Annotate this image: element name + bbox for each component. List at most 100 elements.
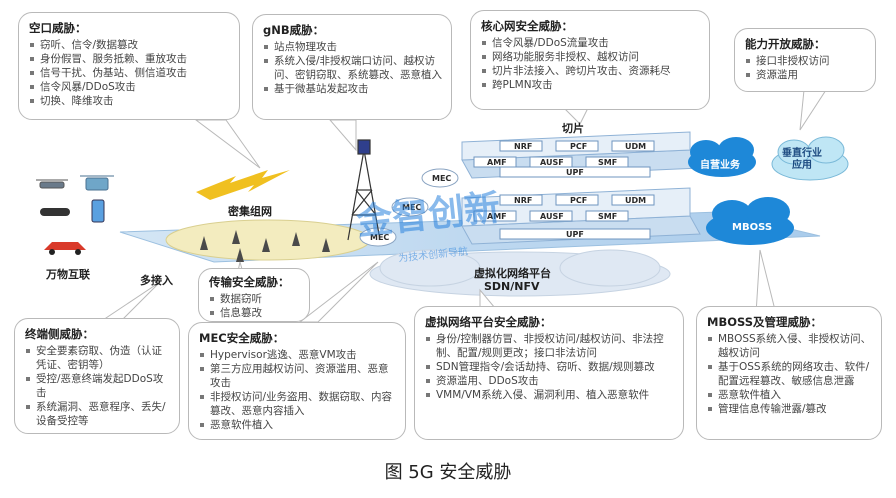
mboss-cloud — [706, 197, 794, 245]
threat-item: 基于微基站发起攻击 — [263, 82, 443, 96]
box-title: 空口威胁： — [29, 21, 87, 35]
nf-label: AUSF — [540, 158, 564, 167]
nf-box — [611, 140, 655, 152]
mboss-label: MBOSS — [732, 222, 773, 233]
mec-cloud — [421, 168, 459, 188]
virtual-platform-threat-box: 虚拟网络平台安全威胁： 身份/控制器仿冒、非授权访问/越权访问、非法控制、配置/… — [414, 306, 684, 440]
threat-item: 系统漏洞、恶意程序、丢失/设备受控等 — [25, 400, 171, 428]
nf-box — [473, 210, 517, 222]
threat-item: MBOSS系统入侵、非授权访问、越权访问 — [707, 332, 873, 360]
vr-glasses-icon — [40, 208, 70, 216]
threat-item: 接口非授权访问 — [745, 54, 867, 68]
nf-label: AMF — [487, 212, 507, 221]
nf-box — [585, 210, 629, 222]
mec-cloud — [391, 197, 429, 217]
threat-item: 管理信息传输泄露/篡改 — [707, 402, 873, 416]
threat-item: 数据窃听 — [209, 292, 301, 306]
box-title: 终端侧威胁： — [25, 327, 94, 341]
slice-label: 切片 — [562, 122, 584, 135]
threat-item: VMM/VM系统入侵、漏洞利用、植入恶意软件 — [425, 388, 675, 402]
dense-network-zone — [165, 219, 371, 261]
mboss-threat-box: MBOSS及管理威胁： MBOSS系统入侵、非授权访问、越权访问 基于OSS系统… — [696, 306, 882, 440]
mec-label: MEC — [432, 174, 452, 183]
lightning-icon — [196, 170, 290, 200]
platform-label: 虚拟化网络平台 — [474, 267, 551, 280]
upf-label: UPF — [566, 168, 584, 177]
threat-item: 信令风暴/DDoS攻击 — [29, 80, 231, 94]
threat-item: 站点物理攻击 — [263, 40, 443, 54]
box-title: 核心网安全威胁： — [481, 19, 573, 33]
threat-item: 恶意软件植入 — [199, 418, 397, 432]
vertical-industry-cloud — [771, 136, 849, 181]
vertical-industry-label: 垂直行业 应用 — [782, 148, 822, 171]
nf-box — [473, 156, 517, 168]
cable-car-icon — [80, 175, 114, 191]
box-title: MBOSS及管理威胁： — [707, 315, 823, 329]
threat-item: 资源滥用、DDoS攻击 — [425, 374, 675, 388]
upf-box — [499, 228, 651, 240]
threat-item: 身份/控制器仿冒、非授权访问/越权访问、非法控制、配置/规则更改；接口非法访问 — [425, 332, 675, 360]
air-interface-threat-box: 空口威胁： 窃听、信令/数据篡改 身份假冒、服务抵赖、重放攻击 信号干扰、伪基站… — [18, 12, 240, 120]
nf-box — [555, 140, 599, 152]
sdn-nfv-label: SDN/NFV — [484, 280, 540, 293]
box-title: MEC安全威胁： — [199, 331, 285, 345]
transport-threat-box: 传输安全威胁： 数据窃听 信息篡改 — [198, 268, 310, 322]
threat-item: Hypervisor逃逸、恶意VM攻击 — [199, 348, 397, 362]
threat-item: 信令风暴/DDoS流量攻击 — [481, 36, 701, 50]
terminal-threat-box: 终端侧威胁： 安全要素窃取、伪造（认证凭证、密钥等） 受控/恶意终端发起DDoS… — [14, 318, 180, 434]
threat-item: 非授权访问/业务盗用、数据窃取、内容篡改、恶意内容插入 — [199, 390, 397, 418]
car-icon — [44, 242, 86, 255]
threat-item: 资源滥用 — [745, 68, 867, 82]
mec-threat-box: MEC安全威胁： Hypervisor逃逸、恶意VM攻击 第三方应用越权访问、资… — [188, 322, 406, 440]
nf-box — [499, 194, 543, 206]
nf-label: SMF — [598, 158, 618, 167]
iot-label: 万物互联 — [46, 268, 90, 281]
threat-item: 网络功能服务非授权、越权访问 — [481, 50, 701, 64]
threat-item: 基于OSS系统的网络攻击、软件/配置远程篡改、敏感信息泄露 — [707, 360, 873, 388]
threat-item: 跨PLMN攻击 — [481, 78, 701, 92]
threat-item: 恶意软件植入 — [707, 388, 873, 402]
nf-label: UDM — [625, 196, 647, 205]
nf-box — [611, 194, 655, 206]
nf-label: NRF — [514, 196, 533, 205]
phone-icon — [91, 199, 105, 223]
dense-network-label: 密集组网 — [228, 205, 272, 218]
nf-label: SMF — [598, 212, 618, 221]
nf-box — [499, 140, 543, 152]
mec-label: MEC — [370, 233, 390, 242]
box-title: 传输安全威胁： — [209, 275, 290, 289]
threat-item: 切片非法接入、跨切片攻击、资源耗尽 — [481, 64, 701, 78]
threat-item: 第三方应用越权访问、资源滥用、恶意攻击 — [199, 362, 397, 390]
box-title: gNB威胁： — [263, 23, 325, 37]
nf-label: PCF — [570, 142, 588, 151]
capability-exposure-threat-box: 能力开放威胁： 接口非授权访问 资源滥用 — [734, 28, 876, 92]
threat-item: 信息篡改 — [209, 306, 301, 320]
drone-icon — [36, 179, 68, 189]
threat-item: 系统入侵/非授权端口访问、越权访问、密钥窃取、系统篡改、恶意植入 — [263, 54, 443, 82]
multi-access-label: 多接入 — [140, 274, 173, 287]
threat-item: 身份假冒、服务抵赖、重放攻击 — [29, 52, 231, 66]
threat-item: 切换、降维攻击 — [29, 94, 231, 108]
small-cell-icon — [200, 230, 330, 262]
box-title: 能力开放威胁： — [745, 37, 826, 51]
threat-item: 信号干扰、伪基站、侧信道攻击 — [29, 66, 231, 80]
threat-item: SDN管理指令/会话劫持、窃听、数据/规则篡改 — [425, 360, 675, 374]
upf-box — [499, 166, 651, 178]
mec-label: MEC — [402, 203, 422, 212]
nf-label: AUSF — [540, 212, 564, 221]
self-service-label: 自营业务 — [700, 160, 740, 171]
gnb-threat-box: gNB威胁： 站点物理攻击 系统入侵/非授权端口访问、越权访问、密钥窃取、系统篡… — [252, 14, 452, 120]
self-service-cloud — [688, 137, 756, 177]
threat-item: 安全要素窃取、伪造（认证凭证、密钥等） — [25, 344, 171, 372]
figure-caption: 图 5G 安全威胁 — [384, 462, 512, 483]
upf-label: UPF — [566, 230, 584, 239]
threat-item: 受控/恶意终端发起DDoS攻击 — [25, 372, 171, 400]
nf-label: PCF — [570, 196, 588, 205]
core-network-threat-box: 核心网安全威胁： 信令风暴/DDoS流量攻击 网络功能服务非授权、越权访问 切片… — [470, 10, 710, 110]
nf-box — [529, 210, 573, 222]
nf-box — [555, 194, 599, 206]
nf-label: NRF — [514, 142, 533, 151]
threat-item: 窃听、信令/数据篡改 — [29, 38, 231, 52]
nf-label: AMF — [487, 158, 507, 167]
